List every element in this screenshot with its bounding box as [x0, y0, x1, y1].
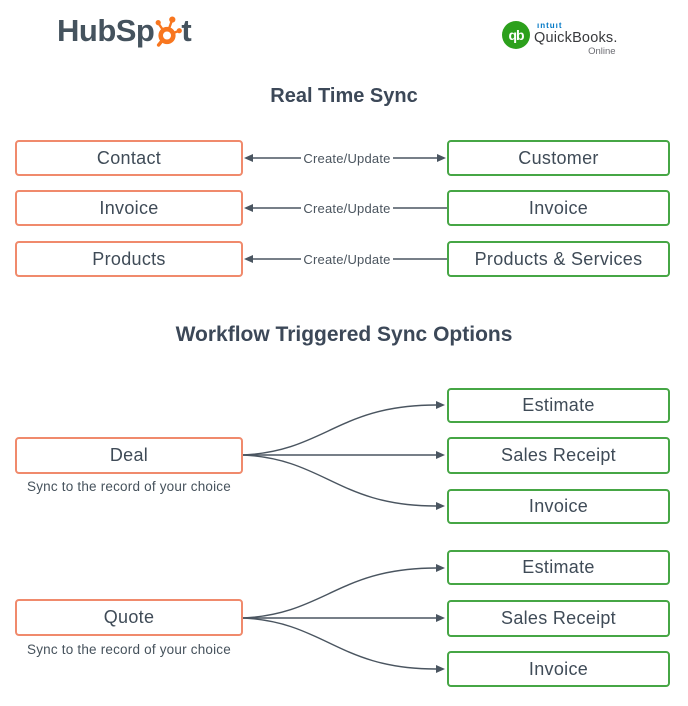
quickbooks-logo-icon: qb — [502, 21, 530, 49]
hubspot-invoice-label: Invoice — [99, 197, 159, 218]
deal-label: Deal — [109, 445, 149, 465]
arrow-deal-invoice — [242, 454, 437, 507]
quote-caption: Sync to the record of your choice — [27, 642, 231, 657]
quote-target-invoice-label: Invoice — [528, 658, 589, 679]
workflow-sync-title: Workflow Triggered Sync Options — [175, 323, 513, 346]
hubspot-invoice-box: Invoice — [15, 190, 243, 226]
deal-box: Deal — [15, 437, 243, 474]
quickbooks-monogram: qb — [508, 27, 524, 43]
arrow-head-deal-sales-receipt — [436, 451, 445, 459]
deal-target-sales-receipt-label: Sales Receipt — [501, 445, 616, 465]
arrow-quote-invoice — [242, 617, 437, 670]
hubspot-logo-text-suffix: t — [181, 13, 192, 48]
deal-target-sales-receipt-box: Sales Receipt — [447, 437, 670, 474]
arrow-left-head-row1 — [244, 154, 253, 162]
quickbooks-online-label: Online — [588, 46, 616, 57]
arrow-head-quote-invoice — [436, 665, 445, 673]
deal-caption: Sync to the record of your choice — [27, 479, 231, 494]
arrow-left-head-row3 — [244, 255, 253, 263]
realtime-sync-title: Real Time Sync — [270, 85, 418, 107]
arrow-head-deal-invoice — [436, 502, 445, 510]
arrow-deal-estimate — [242, 404, 437, 456]
quickbooks-invoice-label: Invoice — [528, 197, 589, 218]
arrow-right-head-row1 — [437, 154, 446, 162]
hubspot-logo: HubSp t — [57, 13, 192, 49]
arrow-left-head-row2 — [244, 204, 253, 212]
hubspot-products-label: Products — [92, 248, 166, 269]
quickbooks-logo-text: ıntuıt QuickBooks. Online — [534, 21, 618, 57]
quickbooks-wordmark: QuickBooks. — [534, 30, 618, 46]
arrow-head-deal-estimate — [436, 401, 445, 409]
deal-target-invoice-box: Invoice — [447, 489, 670, 524]
quote-box: Quote — [15, 599, 243, 636]
create-update-label-row1: Create/Update — [301, 150, 393, 166]
create-update-label-row2: Create/Update — [301, 200, 393, 216]
quote-target-sales-receipt-label: Sales Receipt — [501, 608, 616, 628]
hubspot-sprocket-icon — [155, 16, 183, 47]
hubspot-contact-label: Contact — [96, 147, 162, 168]
quickbooks-logo: qb ıntuıt QuickBooks. Online — [502, 21, 618, 57]
arrow-head-quote-estimate — [436, 564, 445, 572]
arrow-quote-estimate — [242, 567, 437, 619]
quickbooks-invoice-box: Invoice — [447, 190, 670, 226]
quote-label: Quote — [103, 607, 155, 627]
deal-target-invoice-label: Invoice — [528, 496, 589, 516]
quickbooks-products-services-box: Products & Services — [447, 241, 670, 277]
quote-target-sales-receipt-box: Sales Receipt — [447, 600, 670, 637]
arrow-head-quote-sales-receipt — [436, 614, 445, 622]
hubspot-contact-box: Contact — [15, 140, 243, 176]
quickbooks-products-services-label: Products & Services — [474, 248, 643, 269]
quickbooks-customer-label: Customer — [518, 147, 599, 168]
create-update-label-row3: Create/Update — [301, 251, 393, 267]
hubspot-logo-text-prefix: HubSp — [57, 13, 155, 48]
quote-target-invoice-box: Invoice — [447, 651, 670, 687]
deal-target-estimate-box: Estimate — [447, 388, 670, 423]
quote-target-estimate-box: Estimate — [447, 550, 670, 585]
quickbooks-customer-box: Customer — [447, 140, 670, 176]
hubspot-products-box: Products — [15, 241, 243, 277]
intuit-wordmark: ıntuıt — [537, 21, 563, 30]
deal-target-estimate-label: Estimate — [522, 395, 595, 415]
quote-target-estimate-label: Estimate — [522, 557, 595, 577]
